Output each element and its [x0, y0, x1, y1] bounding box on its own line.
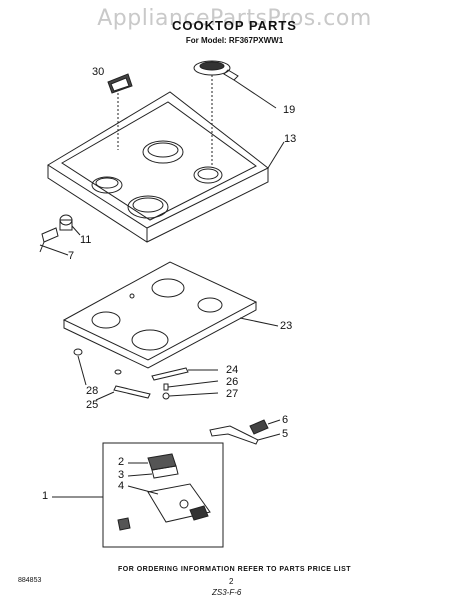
callout-30: 30 [92, 66, 105, 78]
document-number: 884853 [18, 577, 42, 584]
callout-19: 19 [283, 104, 296, 116]
callout-26: 26 [226, 376, 239, 388]
cooktop-panel-part-13 [47, 91, 285, 243]
page-title: COOKTOP PARTS [172, 18, 297, 33]
hardware-parts-24-28 [73, 348, 219, 401]
callout-4: 4 [118, 480, 125, 492]
connector-parts-6-5 [209, 419, 281, 445]
bracket-parts-11-7 [39, 214, 81, 256]
callout-25: 25 [86, 399, 99, 411]
callout-27: 27 [226, 388, 239, 400]
page-number: 2 [229, 577, 234, 586]
burner-pan-part-23 [62, 261, 279, 369]
callout-11: 11 [80, 234, 92, 246]
model-subtitle: For Model: RF367PXWW1 [185, 36, 284, 45]
callout-23: 23 [280, 320, 293, 332]
ordering-note: FOR ORDERING INFORMATION REFER TO PARTS … [117, 566, 352, 573]
callout-2: 2 [118, 456, 125, 468]
callout-5: 5 [282, 428, 289, 440]
watermark: AppliancePartsPros.com [97, 6, 372, 31]
callout-7: 7 [68, 250, 75, 262]
callout-24: 24 [226, 364, 239, 376]
callout-13: 13 [284, 133, 297, 145]
callout-28: 28 [86, 385, 99, 397]
callout-3: 3 [118, 469, 125, 481]
callout-6: 6 [282, 414, 289, 426]
catalog-stamp: ZS3-F-6 [212, 588, 242, 597]
callout-1: 1 [42, 490, 49, 502]
indicator-part-30 [107, 73, 133, 94]
surface-element-part-19 [193, 60, 277, 165]
switch-assembly-part-1 [52, 442, 224, 548]
